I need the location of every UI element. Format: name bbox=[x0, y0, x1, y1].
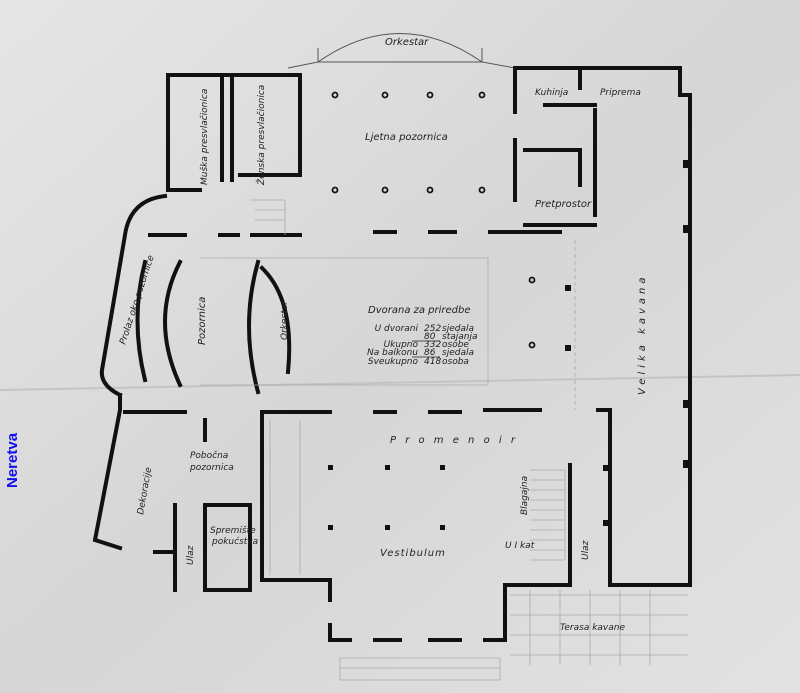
capacity-value: 86 bbox=[424, 348, 436, 358]
label-kitchen: Kuhinja bbox=[535, 88, 568, 98]
capacity-value: 418 bbox=[424, 357, 441, 367]
label-side-stage: pozornica bbox=[189, 463, 234, 473]
label-grand-cafe: Velika kavana bbox=[637, 274, 648, 396]
capacity-label: U dvorani bbox=[375, 324, 419, 334]
walls bbox=[92, 66, 692, 642]
capacity-value: 80 bbox=[424, 332, 436, 342]
capacity-unit: sjedala bbox=[442, 348, 474, 358]
capacity-value: 252 bbox=[424, 324, 441, 334]
label-anteroom: Pretprostor bbox=[535, 199, 592, 210]
stairs bbox=[250, 199, 566, 681]
label-mens-dressing: Muška presvlačionica bbox=[199, 89, 210, 185]
label-entrance-right: Ulaz bbox=[581, 540, 591, 560]
label-cafe-terrace: Terasa kavane bbox=[560, 623, 625, 633]
label-orchestra-pit: Orkestar bbox=[280, 300, 290, 340]
capacity-unit: stajanja bbox=[442, 332, 477, 342]
label-preparation: Priprema bbox=[600, 88, 641, 98]
label-to-first-floor: U I kat bbox=[505, 541, 535, 551]
capacity-value: 332 bbox=[424, 340, 441, 350]
label-stage: Pozornica bbox=[197, 297, 208, 345]
capacity-unit: osoba bbox=[442, 357, 469, 367]
river-label: Neretva bbox=[4, 432, 21, 488]
columns bbox=[328, 91, 689, 530]
terrace-grid bbox=[510, 590, 688, 665]
paper-fold bbox=[0, 374, 800, 391]
hall-outline bbox=[200, 240, 576, 410]
label-promenoir: P r o m e n o i r bbox=[390, 435, 518, 446]
capacity-label: Sveukupno bbox=[368, 357, 419, 367]
label-summer-stage: Ljetna pozornica bbox=[365, 132, 448, 143]
label-vestibule: Vestibulum bbox=[380, 548, 446, 559]
capacity-unit: sjedala bbox=[442, 324, 474, 334]
capacity-table: U dvorani 252 sjedala 80 stajanja Ukupno… bbox=[367, 324, 477, 367]
label-furniture-storage: pokućstva bbox=[211, 536, 258, 547]
label-hall: Dvorana za priredbe bbox=[368, 305, 471, 316]
capacity-label: Na balkonu bbox=[367, 348, 418, 358]
label-ticket-office: Blagajna bbox=[520, 476, 530, 515]
capacity-unit: osobe bbox=[442, 340, 469, 350]
capacity-label: Ukupno bbox=[384, 340, 419, 350]
label-side-stage: Pobočna bbox=[190, 450, 228, 461]
label-furniture-storage: Spremište bbox=[210, 525, 256, 536]
outdoor-orchestra-shell bbox=[287, 33, 516, 69]
label-womens-dressing: Ženska presvlačionica bbox=[255, 85, 267, 186]
label-entrance-left: Ulaz bbox=[186, 545, 196, 565]
label-orchestra-top: Orkestar bbox=[385, 37, 429, 48]
